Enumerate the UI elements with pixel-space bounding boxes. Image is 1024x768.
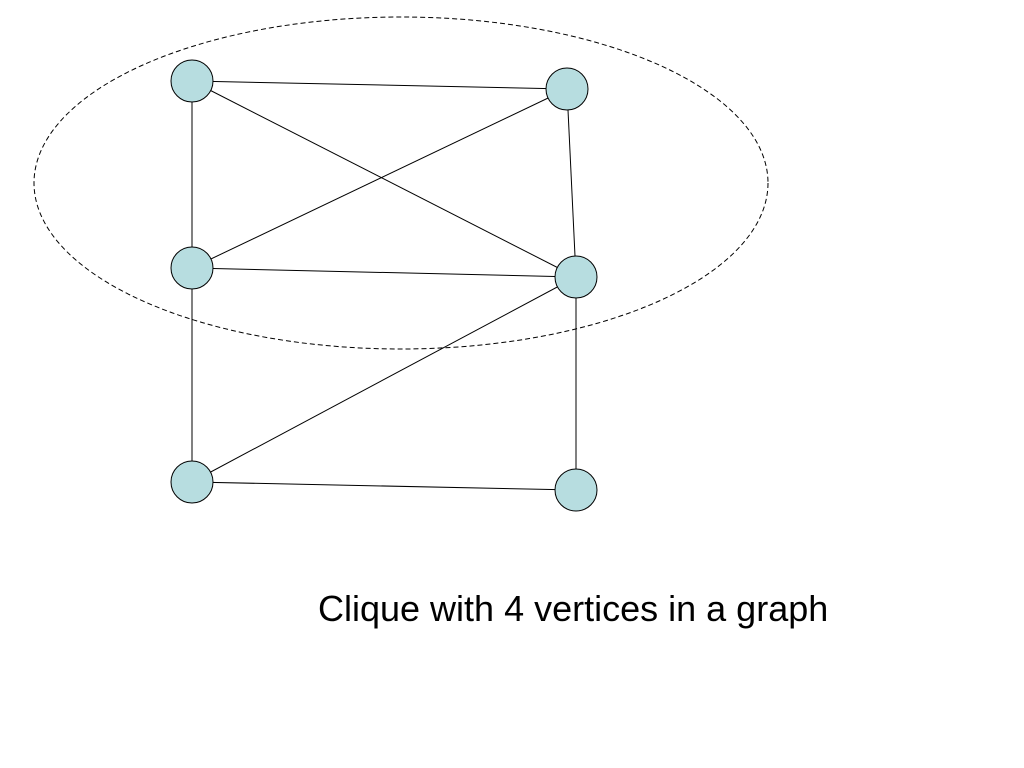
vertices-group [170, 59, 598, 512]
vertex-b [545, 67, 589, 111]
edge-e-f [191, 481, 577, 491]
vertex-a [170, 59, 214, 103]
edge-a-d [191, 80, 577, 278]
edge-a-b [191, 80, 568, 90]
vertex-d [554, 255, 598, 299]
edge-b-c [191, 88, 568, 269]
vertex-c [170, 246, 214, 290]
diagram-caption: Clique with 4 vertices in a graph [318, 588, 829, 629]
edges-group [191, 80, 577, 491]
edge-b-d [566, 88, 577, 278]
edge-d-e [191, 276, 577, 483]
vertex-e [170, 460, 214, 504]
vertex-f [554, 468, 598, 512]
clique-boundary-ellipse [33, 16, 769, 350]
edge-c-d [191, 267, 577, 278]
